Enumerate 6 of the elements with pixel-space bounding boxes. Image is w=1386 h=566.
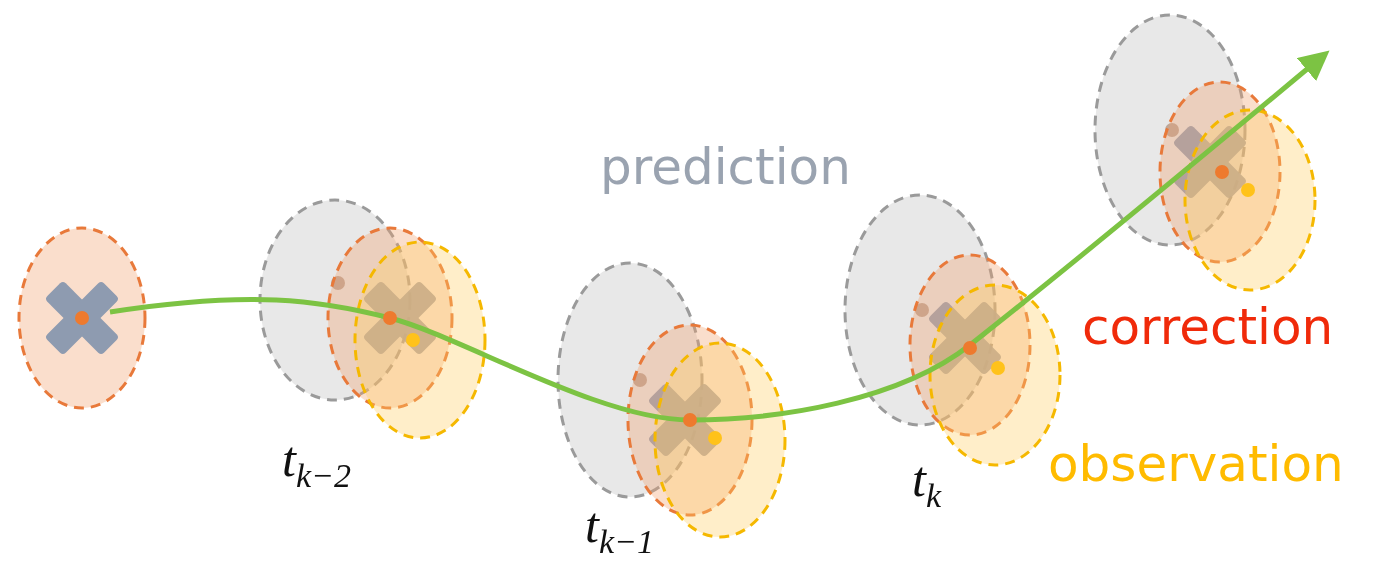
correction-label: correction — [1082, 300, 1334, 355]
time-label: t$_{k−1}$ — [585, 498, 654, 561]
time-label: t$_{k−2}$ — [282, 432, 351, 495]
time-label: t$_{k}$ — [912, 452, 941, 515]
prediction-label: prediction — [600, 140, 851, 195]
observation-label: observation — [1048, 437, 1344, 492]
